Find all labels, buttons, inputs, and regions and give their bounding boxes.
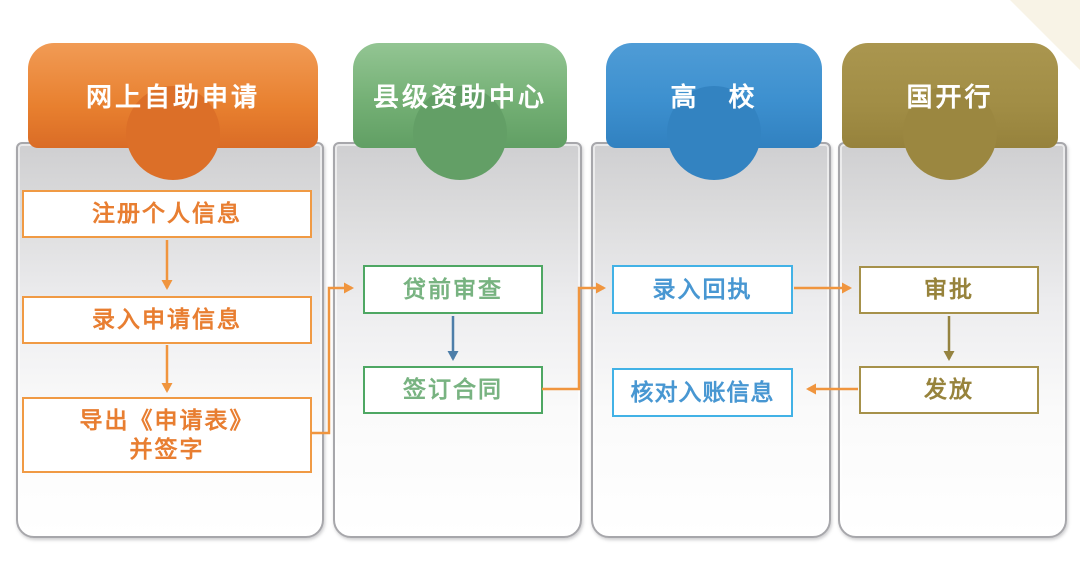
step-label-line2: 并签字	[129, 436, 205, 462]
step-label: 注册个人信息	[92, 200, 242, 227]
step-enter-application-info: 录入申请信息	[22, 296, 312, 344]
step-label: 审批	[924, 276, 974, 303]
step-label: 签订合同	[403, 376, 503, 403]
lane-card-university	[591, 142, 831, 538]
step-label: 录入回执	[652, 275, 753, 302]
step-label: 录入申请信息	[92, 306, 242, 333]
step-register-personal-info: 注册个人信息	[22, 190, 312, 238]
tab-notch	[903, 86, 997, 180]
step-label-line1: 导出《申请表》	[79, 406, 255, 433]
step-sign-contract: 签订合同	[363, 366, 543, 414]
step-label: 核对入账信息	[630, 378, 775, 405]
tab-county-center: 县级资助中心	[353, 43, 567, 180]
step-preloan-review: 贷前审查	[363, 265, 543, 314]
lane-card-cdb	[838, 142, 1067, 538]
tab-cdb: 国开行	[842, 43, 1058, 180]
step-export-form-and-sign: 导出《申请表》 并签字	[22, 397, 312, 473]
step-label: 贷前审查	[403, 275, 503, 302]
step-verify-deposit-info: 核对入账信息	[612, 368, 793, 417]
tab-university: 高 校	[606, 43, 822, 180]
step-label: 发放	[924, 376, 974, 403]
tab-county-center-label: 县级资助中心	[372, 82, 547, 112]
tab-notch	[413, 86, 507, 180]
tab-online-application: 网上自助申请	[28, 43, 318, 180]
step-disburse: 发放	[859, 366, 1039, 414]
tab-notch	[667, 86, 761, 180]
tab-online-application-label: 网上自助申请	[85, 82, 260, 112]
step-enter-receipt: 录入回执	[612, 265, 793, 314]
lane-card-county-center	[333, 142, 582, 538]
tab-cdb-label: 国开行	[906, 82, 994, 112]
step-approve: 审批	[859, 266, 1039, 314]
tab-notch	[126, 86, 220, 180]
tab-university-label: 高 校	[670, 82, 758, 112]
